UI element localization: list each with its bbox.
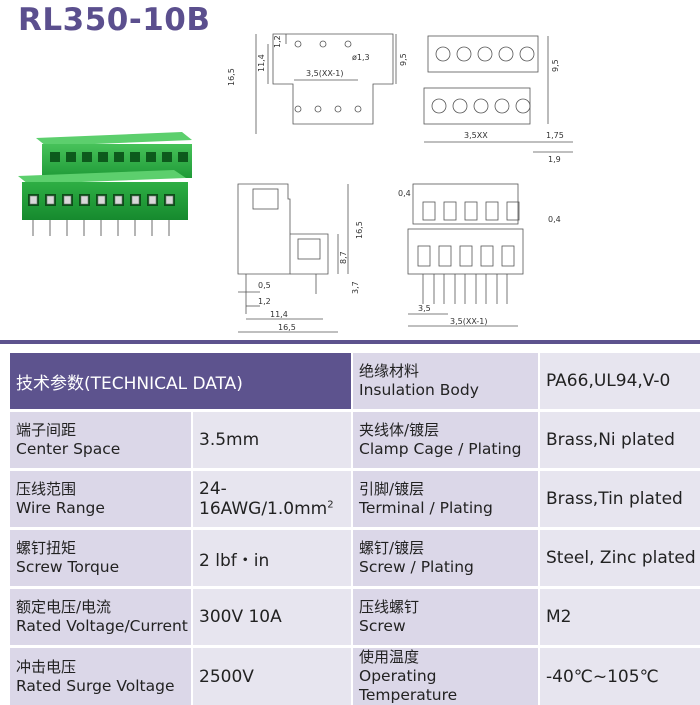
spec-value: 300V 10A — [193, 589, 352, 645]
dim-side-1-2: 1,2 — [258, 297, 271, 306]
section-divider — [0, 340, 700, 344]
dim-0-4a: 0,4 — [398, 189, 411, 198]
product-title: RL350-10B — [18, 2, 211, 38]
dim-11-4: 11,4 — [257, 54, 266, 72]
spec-value: 2500V — [193, 648, 352, 705]
dim-0-5: 0,5 — [258, 281, 271, 290]
spec-value: 24-16AWG/1.0mm2 — [193, 471, 352, 527]
dim-side-11-4: 11,4 — [270, 310, 288, 319]
dim-side-16-5b: 16,5 — [278, 323, 296, 332]
spec-value: -40℃~105℃ — [540, 648, 700, 705]
spec-value: PA66,UL94,V-0 — [540, 353, 700, 409]
terminal-block-photo — [18, 132, 192, 236]
dim-1-9: 1,9 — [548, 155, 561, 164]
spec-value: M2 — [540, 589, 700, 645]
spec-value: Brass,Ni plated — [540, 412, 700, 468]
spec-value: Brass,Tin plated — [540, 471, 700, 527]
dim-3-7: 3,7 — [351, 281, 360, 294]
dimension-drawings: 16,5 11,4 1,2 3,5(XX-1) ø1,3 9,5 9,5 3,5… — [228, 33, 573, 333]
spec-value: Steel, Zinc plated — [540, 530, 700, 586]
spec-value: 3.5mm — [193, 412, 352, 468]
dim-3-5xx: 3,5XX — [464, 131, 488, 140]
dim-pitch-3-5xx: 3,5(XX-1) — [450, 317, 488, 326]
dim-9-5b: 9,5 — [551, 59, 560, 72]
dim-1-2: 1,2 — [273, 35, 282, 48]
dim-side-16-5: 16,5 — [355, 221, 364, 239]
dim-9-5a: 9,5 — [399, 53, 408, 66]
dim-hole: ø1,3 — [352, 53, 370, 62]
dim-16-5: 16,5 — [228, 68, 236, 86]
table-header: 技术参数(TECHNICAL DATA) — [10, 353, 352, 409]
dim-1-75: 1,75 — [546, 131, 564, 140]
dim-pitch-formula: 3,5(XX-1) — [306, 69, 344, 78]
spec-value: 2 lbf・in — [193, 530, 352, 586]
dim-8-7: 8,7 — [339, 251, 348, 264]
dim-0-4b: 0,4 — [548, 215, 561, 224]
dim-pitch-3-5: 3,5 — [418, 304, 431, 313]
